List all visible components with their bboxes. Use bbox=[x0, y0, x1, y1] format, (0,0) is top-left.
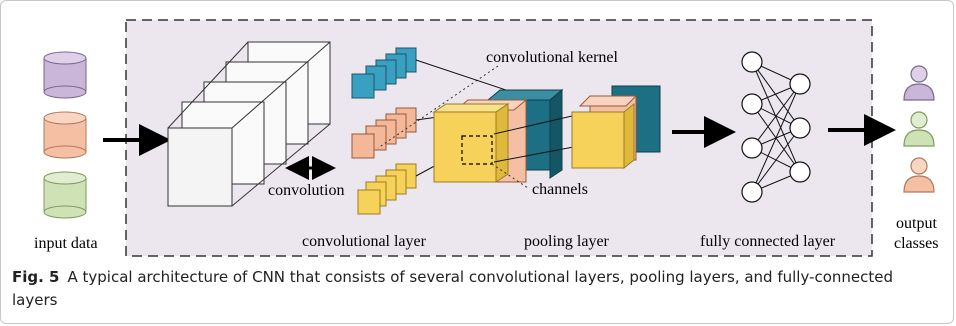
channels-pointer-line bbox=[491, 163, 529, 189]
fully-connected-layer-label: fully connected layer bbox=[700, 233, 836, 250]
input-data-cylinders bbox=[43, 51, 87, 219]
purple-person-icon bbox=[903, 65, 935, 101]
fully-connected-network bbox=[741, 51, 811, 203]
fc-edge bbox=[751, 83, 801, 193]
convolutional-layer-maps bbox=[432, 88, 564, 183]
blue-kernel-stack bbox=[351, 47, 417, 99]
green-person-icon bbox=[903, 111, 935, 147]
channels-label: channels bbox=[532, 181, 588, 198]
convolutional-layer-label: convolutional layer bbox=[302, 233, 427, 250]
purple-cylinder bbox=[43, 51, 87, 99]
green-cylinder bbox=[43, 171, 87, 219]
input-image-stack bbox=[167, 41, 331, 207]
figure-number: Fig. 5 bbox=[12, 268, 60, 286]
input-data-label: input data bbox=[34, 235, 98, 252]
kernel-pointer-line bbox=[377, 65, 499, 149]
fc-edge bbox=[751, 61, 801, 173]
orange-person-icon bbox=[903, 157, 935, 193]
caption-text: A typical architecture of CNN that consi… bbox=[12, 268, 894, 309]
orange-kernel-stack bbox=[351, 107, 417, 159]
pooling-layer-maps bbox=[571, 85, 661, 170]
output-person-icons bbox=[903, 65, 935, 193]
fc-edge bbox=[751, 61, 801, 129]
output-classes-label-line1: output bbox=[896, 215, 937, 232]
fc-edge bbox=[751, 127, 801, 193]
convolution-label: convolution bbox=[268, 182, 344, 199]
output-classes-label-line2: classes bbox=[894, 235, 938, 252]
cnn-architecture-diagram: input data convolution co bbox=[34, 19, 938, 257]
yellow-kernel-stack bbox=[357, 163, 417, 215]
channel-window bbox=[461, 135, 493, 165]
orange-cylinder bbox=[43, 111, 87, 159]
convolutional-kernel-label: convolutional kernel bbox=[486, 49, 619, 66]
fc-edge bbox=[751, 83, 801, 149]
pooling-layer-label: pooling layer bbox=[524, 233, 610, 250]
